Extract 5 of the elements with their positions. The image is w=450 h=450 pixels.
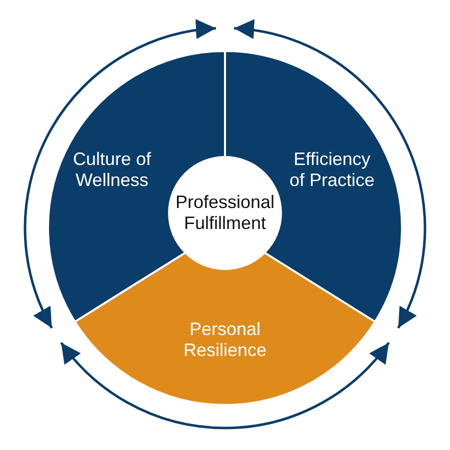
segment-label: Personal Resilience — [182, 319, 268, 361]
segment-label: Efficiency of Practice — [288, 149, 376, 191]
center-circle — [168, 156, 282, 270]
segment-label: Culture of Wellness — [72, 149, 152, 191]
segment-label: Professional Fulfillment — [174, 192, 276, 234]
